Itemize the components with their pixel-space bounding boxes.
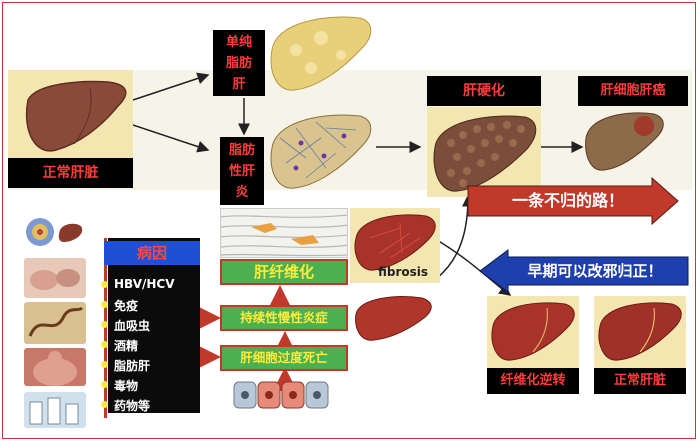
reversal-label: 纤维化逆转 — [487, 368, 579, 394]
early-reversal-arrow — [479, 249, 689, 293]
cause-thumbnail-immune — [24, 258, 86, 298]
causes-title: 病因 — [104, 241, 200, 265]
fatty-liver-image — [266, 10, 376, 95]
normal-outcome-label: 正常肝脏 — [594, 368, 686, 394]
bullet-icon — [101, 321, 108, 328]
bullet-icon — [101, 301, 108, 308]
cause-thumbnail-drugs — [24, 392, 86, 428]
bullet-icon — [101, 341, 108, 348]
cause-item-text: 酒精 — [114, 339, 139, 353]
bullet-icon — [101, 381, 108, 388]
fatty-hepatitis-line-1: 脂肪 — [228, 143, 255, 158]
hepatocyte-cells-image — [232, 378, 332, 412]
no-return-arrow — [467, 177, 679, 225]
fatty-hepatitis-label: 脂肪 性肝 炎 — [220, 137, 264, 205]
fibrosis-label: 肝纤维化 — [220, 259, 348, 285]
fatty-hepatitis-image — [266, 108, 376, 193]
simple-fatty-liver-label: 单纯 脂肪 肝 — [213, 30, 265, 96]
cause-item-text: HBV/HCV — [114, 277, 175, 291]
causes-panel — [108, 238, 200, 413]
early-reversal-text: 早期可以改邪归正！ — [527, 262, 663, 280]
simple-fatty-liver-line-3: 肝 — [232, 77, 246, 92]
cause-thumbnail-parasite — [24, 302, 86, 344]
arrow-fibrosis-to-cirrhosis — [436, 194, 474, 279]
cirrhosis-image — [427, 107, 541, 197]
cause-item-text: 毒物 — [114, 379, 139, 393]
causes-divider — [104, 238, 107, 418]
arrow-fibrosis-to-reversal — [436, 239, 512, 296]
normal-liver-image — [8, 70, 133, 158]
fibrosis-liver-image — [350, 208, 440, 283]
inflamed-liver-image — [352, 292, 436, 344]
no-return-text: 一条不归的路！ — [511, 191, 624, 210]
simple-fatty-liver-line-1: 单纯 — [225, 35, 252, 50]
cause-item: 药物等 — [101, 397, 151, 414]
cause-item-text: 药物等 — [114, 399, 151, 413]
cause-item: 酒精 — [101, 337, 139, 354]
bullet-icon — [101, 281, 108, 288]
cause-item-text: 血吸虫 — [114, 319, 151, 333]
figure-frame — [2, 2, 696, 439]
cause-thumbnail-virus — [24, 210, 86, 252]
cause-item: 免疫 — [101, 297, 139, 314]
fibrosis-image-label: fibrosis — [378, 265, 429, 279]
normal-liver-label: 正常肝脏 — [8, 158, 133, 188]
bullet-icon — [101, 401, 108, 408]
cause-item-text: 脂肪肝 — [114, 359, 151, 373]
bullet-icon — [101, 361, 108, 368]
cause-item: 脂肪肝 — [101, 357, 151, 374]
arrow-normal-to-hepatitis — [132, 124, 210, 153]
arrow-normal-to-fatty — [132, 72, 210, 101]
fatty-hepatitis-line-2: 性肝 — [228, 164, 255, 179]
cirrhosis-label: 肝硬化 — [427, 76, 541, 106]
reversal-liver-image — [487, 296, 579, 368]
hcc-label: 肝细胞肝癌 — [578, 76, 688, 106]
cause-item: 血吸虫 — [101, 317, 151, 334]
normal-outcome-liver-image — [594, 296, 686, 368]
cell-death-box: 肝细胞过度死亡 — [220, 345, 348, 371]
hcc-image — [582, 106, 666, 174]
chronic-inflammation-box: 持续性慢性炎症 — [220, 305, 348, 331]
simple-fatty-liver-line-2: 脂肪 — [225, 56, 252, 71]
cause-item-text: 免疫 — [114, 299, 139, 313]
cause-thumbnail-obesity — [24, 348, 86, 386]
fibrosis-tissue-image — [220, 208, 348, 258]
fatty-hepatitis-line-3: 炎 — [235, 185, 249, 200]
cause-item: 毒物 — [101, 377, 139, 394]
cause-item: HBV/HCV — [101, 277, 175, 291]
